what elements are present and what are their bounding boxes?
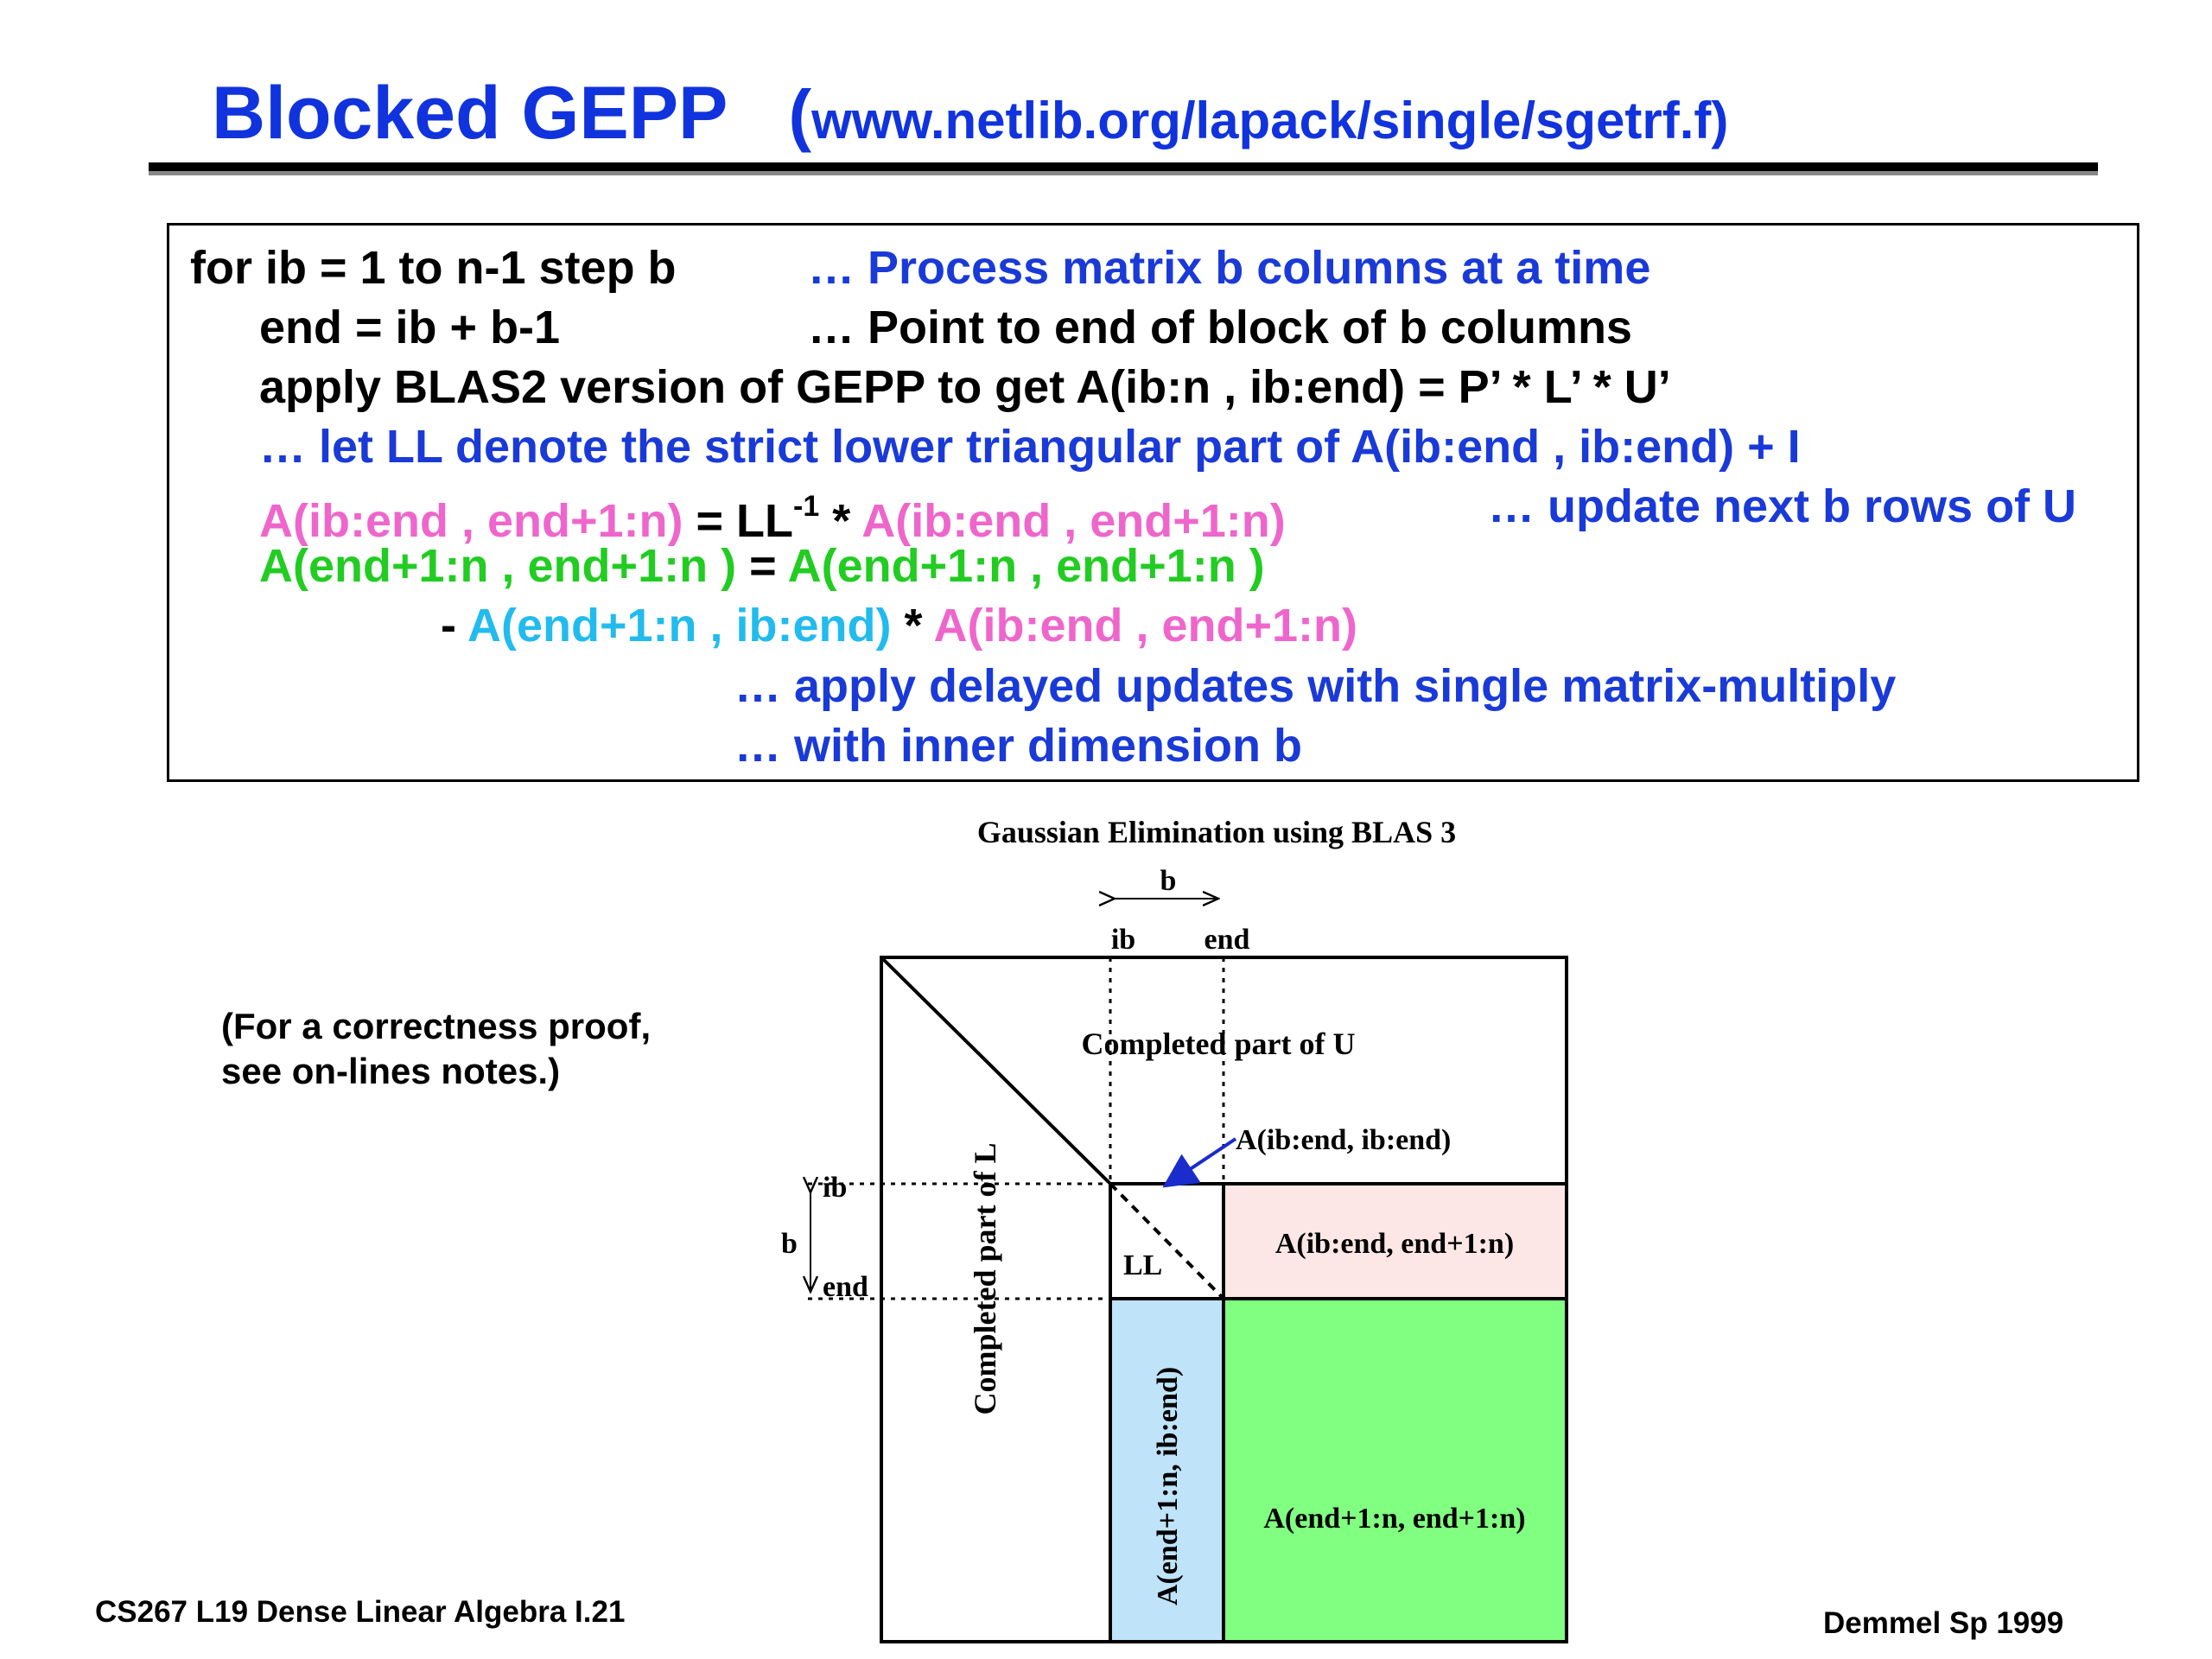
- title-paren: (: [788, 76, 812, 153]
- l5-rhs: A(ib:end , end+1:n): [861, 495, 1286, 547]
- a-diag-label: A(ib:end, ib:end): [1236, 1124, 1451, 1156]
- diagram-title: Gaussian Elimination using BLAS 3: [977, 815, 1456, 849]
- l7-star: *: [891, 600, 934, 652]
- l5-exponent: -1: [793, 490, 820, 523]
- diagonal-line: [880, 956, 1112, 1185]
- note-line-1: (For a correctness proof,: [221, 1006, 652, 1046]
- l5-star: *: [819, 495, 862, 547]
- code-line-7: - A(end+1:n , ib:end) * A(ib:end , end+1…: [441, 600, 1357, 652]
- ib-left-label: ib: [823, 1172, 847, 1204]
- l7-minus: -: [441, 600, 467, 652]
- ll-label: LL: [1123, 1249, 1162, 1281]
- ll-dashed-diagonal: [1109, 1182, 1225, 1300]
- slide-title: Blocked GEPP (www.netlib.org/lapack/singl…: [212, 71, 1728, 156]
- a-right-block: [1224, 1184, 1567, 1299]
- comment-line-2: … Point to end of block of b columns: [808, 302, 1632, 353]
- end-left-label: end: [823, 1271, 868, 1303]
- comment-line-4: … let LL denote the strict lower triangu…: [259, 421, 1801, 473]
- title-rule: [149, 162, 2098, 175]
- comment-line-1: … Process matrix b columns at a time: [808, 242, 1651, 294]
- end-top-label: end: [1205, 924, 1250, 956]
- code-line-3: apply BLAS2 version of GEPP to get A(ib:…: [259, 361, 1671, 413]
- b-top-label: b: [1160, 865, 1177, 897]
- completed-l-label: Completed part of L: [968, 1143, 1002, 1415]
- a-right-label: A(ib:end, end+1:n): [1275, 1228, 1514, 1260]
- a-left-label: A(end+1:n, ib:end): [1152, 1367, 1184, 1605]
- code-line-1: for ib = 1 to n-1 step b: [190, 242, 677, 294]
- a-trailing-block: [1224, 1299, 1567, 1642]
- l7-b: A(ib:end , end+1:n): [933, 600, 1357, 652]
- comment-line-9: … with inner dimension b: [734, 720, 1303, 772]
- a-diag-arrow: [1162, 1137, 1237, 1188]
- l5-eq: = LL: [683, 495, 793, 547]
- a-left-block: [1110, 1299, 1224, 1642]
- l5-lhs: A(ib:end , end+1:n): [259, 495, 683, 547]
- l6-lhs: A(end+1:n , end+1:n ): [259, 540, 737, 592]
- note-line-2: see on-lines notes.): [221, 1051, 561, 1091]
- comment-line-5: … update next b rows of U: [1488, 480, 2077, 532]
- code-line-6: A(end+1:n , end+1:n ) = A(end+1:n , end+…: [259, 540, 1265, 592]
- code-line-2: end = ib + b-1: [259, 302, 561, 353]
- title-url: www.netlib.org/lapack/single/sgetrf.f): [811, 92, 1729, 149]
- ib-top-label: ib: [1111, 924, 1135, 956]
- a-trailing-label: A(end+1:n, end+1:n): [1263, 1503, 1525, 1535]
- correctness-note: (For a correctness proof, see on-lines n…: [221, 1004, 651, 1094]
- l7-a: A(end+1:n , ib:end): [467, 600, 892, 652]
- comment-line-8: … apply delayed updates with single matr…: [734, 660, 1897, 712]
- l6-rhs: A(end+1:n , end+1:n ): [787, 540, 1265, 592]
- title-text: Blocked GEPP: [212, 72, 728, 155]
- footer-course: CS267 L19 Dense Linear Algebra I.21: [95, 1595, 626, 1629]
- l6-eq: =: [736, 540, 788, 592]
- b-left-label: b: [781, 1228, 798, 1260]
- code-box: [167, 223, 2139, 782]
- code-line-5: A(ib:end , end+1:n) = LL-1 * A(ib:end , …: [259, 480, 1286, 547]
- footer-author: Demmel Sp 1999: [1823, 1606, 2064, 1640]
- completed-u-label: Completed part of U: [1082, 1027, 1356, 1061]
